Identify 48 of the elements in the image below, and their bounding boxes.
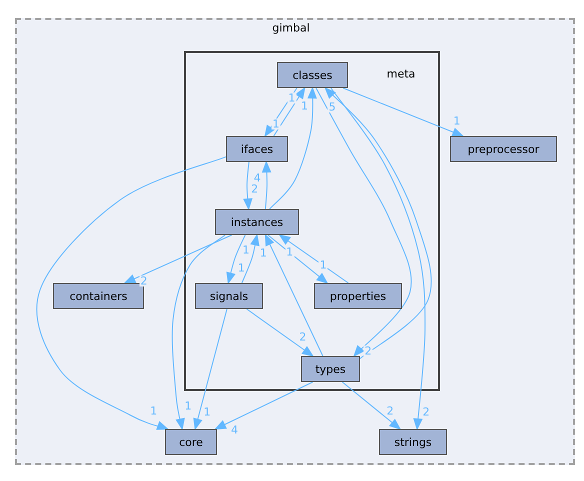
- dependency-arrow: [264, 234, 324, 356]
- dependency-arrow: [273, 88, 306, 136]
- dependency-arrow: [330, 88, 426, 430]
- group-label: gimbal: [272, 22, 310, 34]
- dependency-arrow: [324, 88, 432, 360]
- edge-label: 1: [318, 260, 328, 270]
- directory-node: preprocessor: [450, 136, 557, 162]
- edge-label: 5: [328, 102, 337, 112]
- edge-label: 1: [236, 262, 246, 274]
- dependency-arrow: [262, 162, 272, 210]
- directory-node: core: [165, 429, 217, 455]
- directory-node: ifaces: [226, 136, 288, 162]
- directory-node: types: [301, 356, 360, 382]
- directory-node: classes: [277, 62, 348, 88]
- edge-label: 1: [202, 406, 212, 418]
- dependency-arrow: [226, 234, 246, 284]
- edge-label: 1: [272, 118, 281, 130]
- edge-label: 4: [252, 172, 262, 184]
- dependency-arrow: [172, 234, 226, 430]
- group-label: meta: [386, 68, 416, 80]
- dependency-arrow: [36, 156, 226, 430]
- edge-label: 2: [386, 406, 395, 416]
- edge-label: 2: [422, 406, 431, 418]
- directory-node: strings: [379, 429, 447, 455]
- dependency-arrow: [267, 234, 328, 284]
- directory-node: containers: [53, 283, 144, 309]
- edge-label: 1: [258, 248, 268, 258]
- dependency-arrow: [342, 88, 464, 136]
- edge-label: 1: [184, 400, 193, 412]
- dependency-arrow: [241, 234, 260, 284]
- dependency-arrow: [269, 88, 317, 210]
- edge-label: 2: [364, 346, 373, 356]
- group-frame: [184, 51, 440, 391]
- dependency-arrow: [243, 162, 252, 210]
- dependency-arrow: [246, 308, 314, 356]
- directory-node: instances: [215, 209, 299, 235]
- directory-node: signals: [195, 283, 263, 309]
- edge-label: 4: [230, 424, 239, 436]
- directory-node: properties: [314, 283, 402, 309]
- dependency-arrow: [264, 88, 298, 136]
- dependency-arrow: [193, 308, 228, 430]
- edge-label: 1: [242, 244, 250, 256]
- dependency-arrow: [316, 88, 412, 356]
- dashed-group-frame: [15, 18, 575, 465]
- dependency-arrow: [124, 234, 232, 284]
- dependency-arrow: [214, 382, 314, 430]
- dependency-arrow: [342, 382, 401, 430]
- dependency-arrow: [279, 234, 349, 284]
